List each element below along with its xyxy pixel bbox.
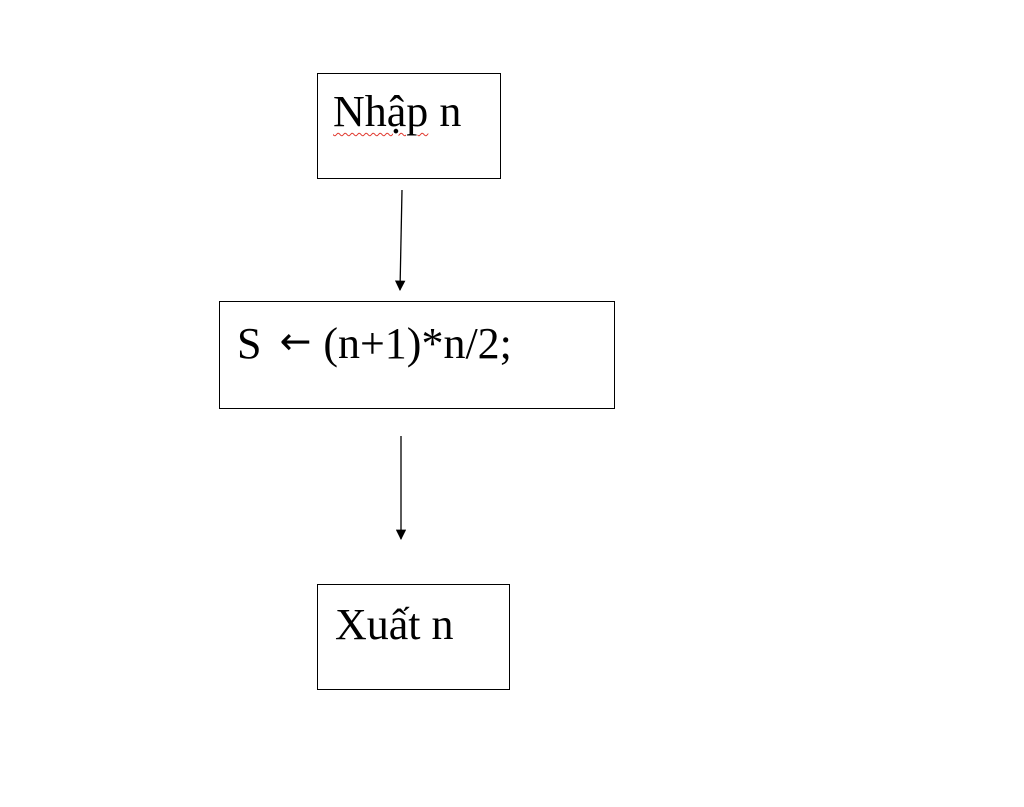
output-node-label: Xuất n xyxy=(335,603,454,647)
input-verb: Nhập xyxy=(333,87,429,136)
input-variable: n xyxy=(439,87,462,136)
input-node-label: Nhập n xyxy=(333,90,461,134)
output-node: Xuất n xyxy=(317,584,510,690)
connector-arrow-input-to-process xyxy=(394,189,406,292)
process-node-label: S ←(n+1)*n/2; xyxy=(237,322,512,366)
output-verb: Xuất xyxy=(335,600,421,649)
process-lhs: S xyxy=(237,319,262,368)
process-node: S ←(n+1)*n/2; xyxy=(219,301,615,409)
output-variable: n xyxy=(431,600,454,649)
process-rhs: (n+1)*n/2; xyxy=(323,319,512,368)
input-node: Nhập n xyxy=(317,73,501,179)
left-arrow-icon: ← xyxy=(279,319,312,363)
